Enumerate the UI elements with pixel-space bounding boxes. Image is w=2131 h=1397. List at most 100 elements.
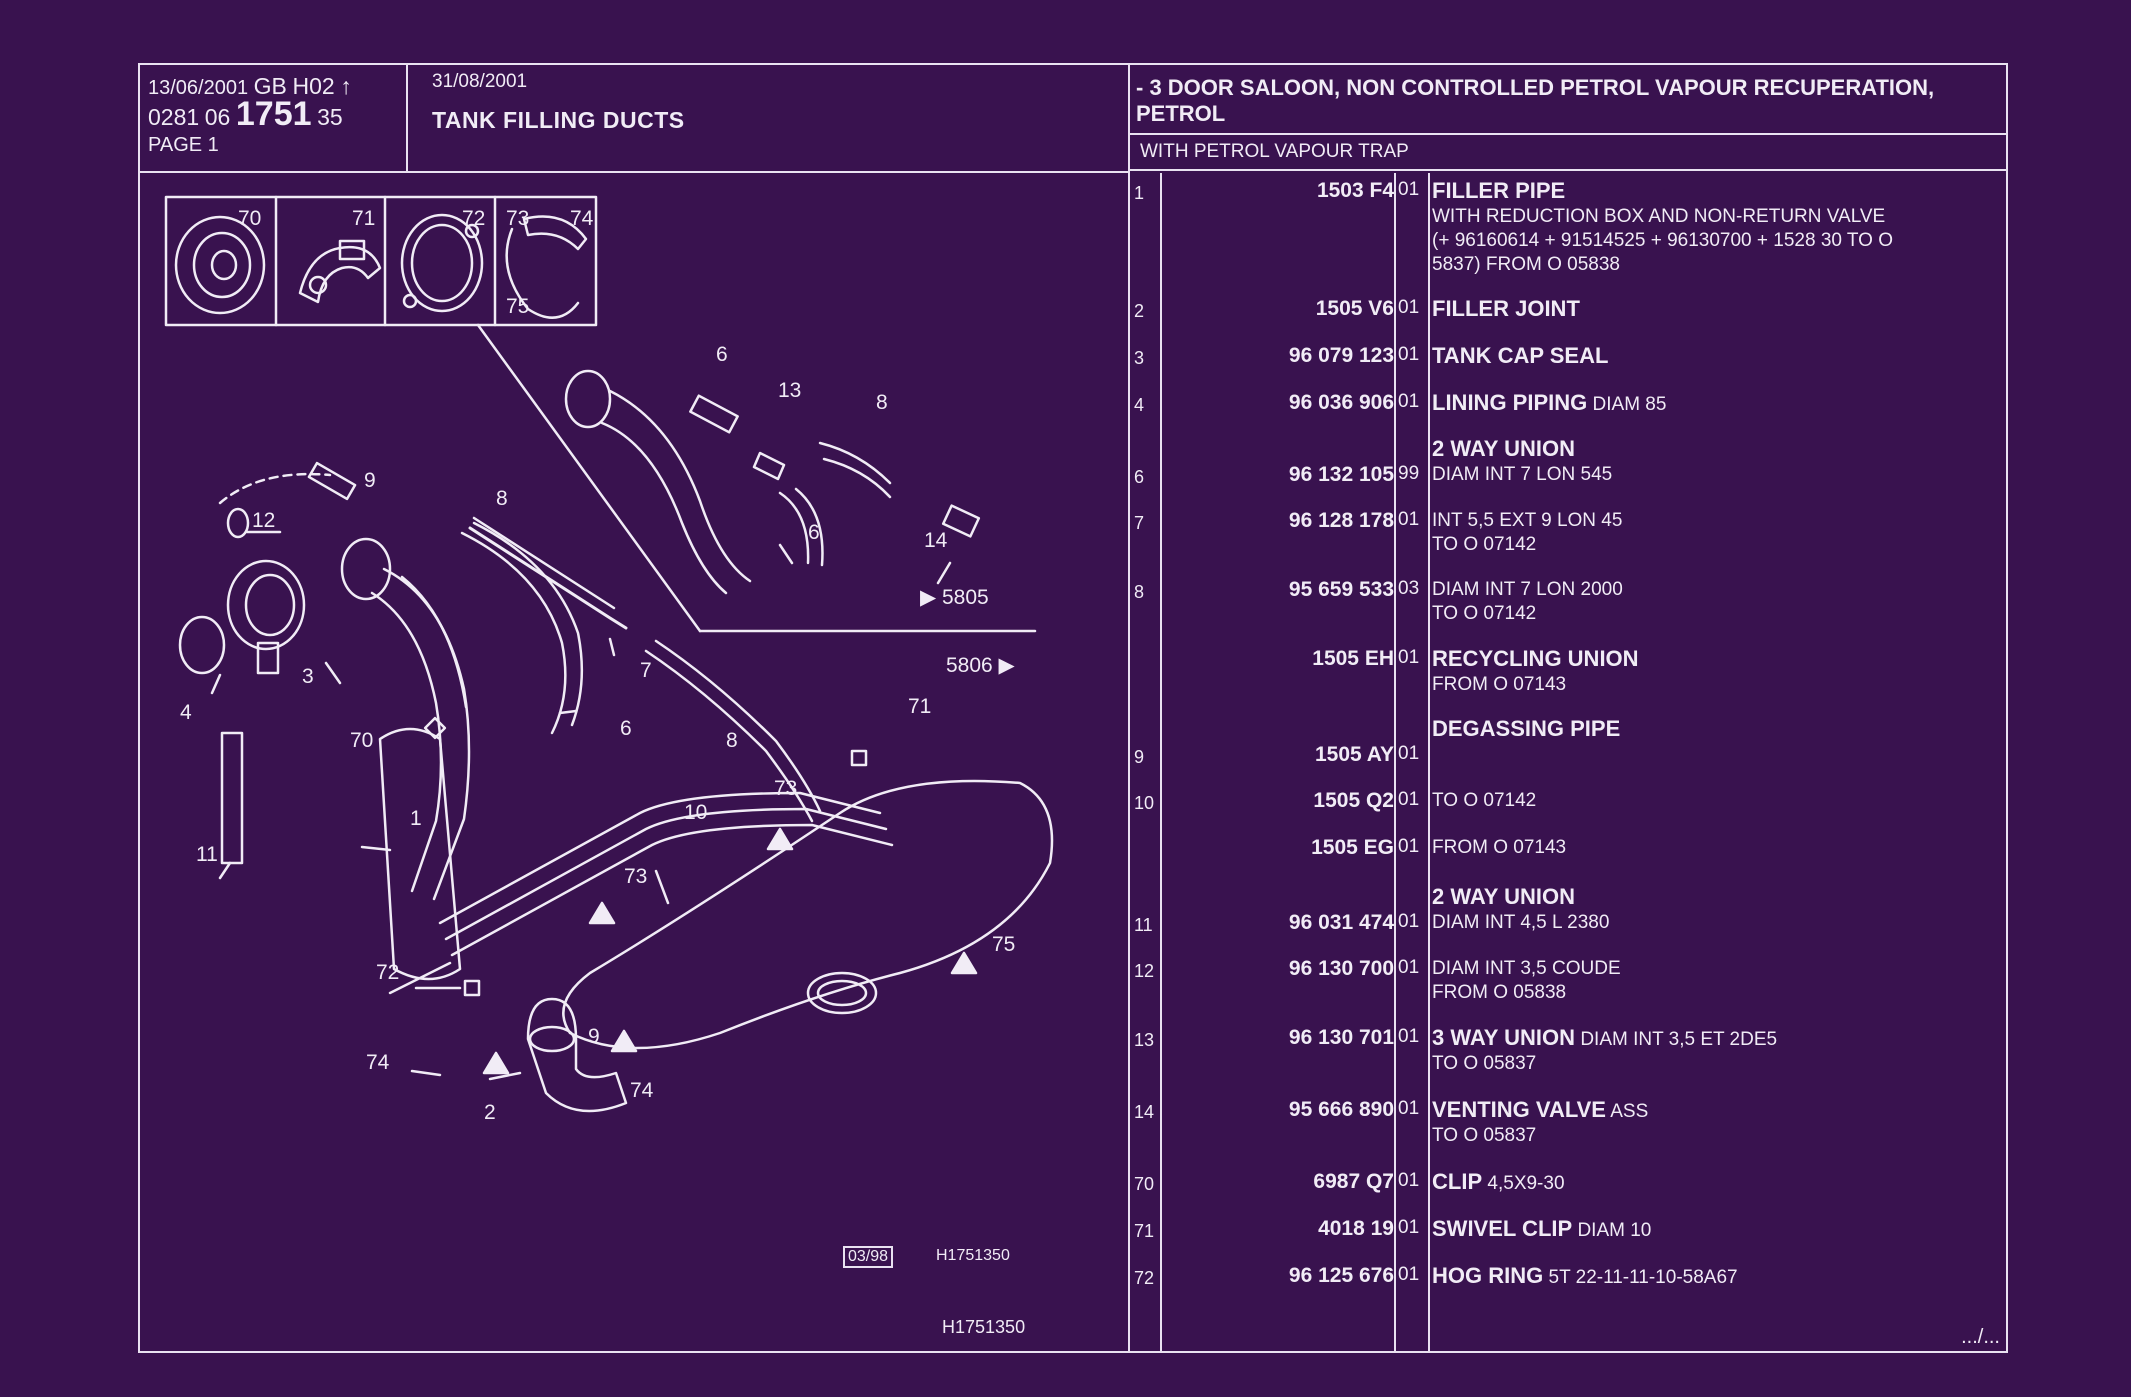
row-index: 11	[1134, 915, 1153, 935]
row-description: FROM O 07143	[1432, 836, 2002, 860]
row-description: FILLER JOINT	[1432, 297, 2002, 323]
label-74-right: 74	[630, 1079, 654, 1102]
row-reference: 95 666 890	[1288, 1098, 1394, 1121]
label-9-top: 9	[364, 469, 376, 492]
row-line: TO O 07142	[1432, 603, 1537, 624]
label-73-right: 73	[774, 777, 798, 800]
row-index: 12	[1134, 961, 1155, 981]
row-extra: 5T 22-11-11-10-58A67	[1548, 1267, 1738, 1288]
row-part-name: 2 WAY UNION	[1432, 436, 1576, 461]
row-index: 71	[1134, 1221, 1155, 1241]
row-reference: 95 659 533	[1288, 578, 1394, 601]
filler-joint-elbow	[526, 997, 628, 1113]
swivel-clip-71-icon	[298, 245, 382, 304]
parts-sheet: 13/06/2001 GB H02 ↑ 0281 06 1751 35 PAGE…	[138, 63, 2008, 1353]
col-divider-qty	[1428, 173, 1430, 1353]
row-line: DIAM INT 7 LON 2000	[1432, 579, 1623, 600]
row-quantity: 01	[1398, 1170, 1420, 1191]
row-line: TO O 07142	[1432, 534, 1537, 555]
row-reference: 96 130 700	[1288, 957, 1394, 980]
page-title: TANK FILLING DUCTS	[432, 107, 685, 133]
lining-piping	[178, 615, 226, 675]
row-part-name: SWIVEL CLIP	[1432, 1216, 1573, 1241]
row-quantity: 01	[1398, 1026, 1420, 1047]
row-index: 8	[1134, 582, 1145, 602]
row-part-name: VENTING VALVE	[1432, 1097, 1606, 1122]
revision-date: 31/08/2001	[432, 71, 528, 92]
header-reference-block: 13/06/2001 GB H02 ↑ 0281 06 1751 35 PAGE…	[140, 65, 408, 173]
row-description: TO O 07142	[1432, 789, 2002, 813]
row-index: 1	[1134, 183, 1145, 203]
row-index: 13	[1134, 1030, 1155, 1050]
label-75-main: 75	[992, 933, 1016, 956]
label-70-main: 70	[350, 729, 374, 752]
label-75: 75	[506, 295, 530, 318]
row-reference: 96 130 701	[1288, 1026, 1394, 1049]
row-description: INT 5,5 EXT 9 LON 45 TO O 07142	[1432, 509, 2002, 557]
plate-number: 1751	[235, 95, 312, 133]
label-8-mid: 8	[496, 487, 508, 510]
model-code: H02	[292, 73, 335, 99]
row-index: 4	[1134, 395, 1145, 415]
row-line: DIAM INT 3,5 COUDE	[1432, 958, 1621, 979]
row-quantity: 01	[1398, 957, 1420, 978]
fuel-tank	[562, 779, 1054, 1050]
row-reference: 1503 F4	[1316, 179, 1394, 202]
row-index: 7	[1134, 513, 1145, 533]
label-72: 72	[462, 207, 486, 230]
row-description: DIAM INT 7 LON 545	[1432, 463, 2002, 487]
row-index: 10	[1134, 793, 1155, 813]
row-description: HOG RING 5T 22-11-11-10-58A67	[1432, 1264, 2002, 1290]
row-reference: 1505 Q2	[1313, 789, 1394, 812]
row-index: 14	[1134, 1102, 1155, 1122]
row-reference: 1505 V6	[1315, 297, 1394, 320]
label-12: 12	[252, 509, 276, 532]
filler-pipe-body	[378, 727, 462, 981]
row-line: INT 5,5 EXT 9 LON 45	[1432, 510, 1623, 531]
row-quantity: 01	[1398, 391, 1420, 412]
label-14: 14	[924, 529, 948, 552]
row-quantity: 01	[1398, 297, 1420, 318]
row-quantity: 01	[1398, 179, 1420, 200]
row-line: DIAM INT 4,5 L 2380	[1432, 912, 1610, 933]
pipe-11	[220, 731, 244, 865]
row-reference: 6987 Q7	[1313, 1170, 1394, 1193]
label-8-top: 8	[876, 391, 888, 414]
row-reference: 96 125 676	[1288, 1264, 1394, 1287]
callout-5805: ▶ 5805	[920, 586, 989, 609]
row-quantity: 01	[1398, 1264, 1420, 1285]
label-6-top: 6	[716, 343, 728, 366]
row-reference: 4018 19	[1318, 1217, 1394, 1240]
label-10: 10	[684, 801, 708, 824]
row-description: SWIVEL CLIP DIAM 10	[1432, 1217, 2002, 1243]
row-index: 70	[1134, 1174, 1155, 1194]
row-extra: DIAM 85	[1592, 394, 1667, 415]
row-part-name: DEGASSING PIPE	[1432, 716, 1621, 741]
row-quantity: 99	[1398, 463, 1420, 484]
row-index: 9	[1134, 747, 1145, 767]
callout-5806: 5806 ▶	[946, 654, 1015, 677]
row-part-name: FILLER PIPE	[1432, 178, 1566, 203]
revision-box: 03/98	[843, 1246, 894, 1268]
label-1: 1	[410, 807, 422, 830]
row-quantity: 01	[1398, 1217, 1420, 1238]
row-reference: 96 128 178	[1288, 509, 1394, 532]
row-reference: 96 132 105	[1288, 463, 1394, 486]
upper-filler-neck	[564, 369, 612, 429]
continued-marker: .../...	[1961, 1326, 2000, 1348]
row-reference: 1505 AY	[1314, 743, 1394, 766]
group-code: 0281	[148, 104, 200, 130]
row-line: TO O 05837	[1432, 1125, 1537, 1146]
subgroup-code: 06	[204, 104, 231, 130]
row-part-name: TANK CAP SEAL	[1432, 343, 1609, 368]
row-index: 72	[1134, 1268, 1155, 1288]
row-part-name: 3 WAY UNION	[1432, 1025, 1576, 1050]
row-description: DEGASSING PIPE	[1432, 717, 2002, 743]
label-71-main: 71	[908, 695, 932, 718]
row-description: LINING PIPING DIAM 85	[1432, 391, 2002, 417]
row-part-name: LINING PIPING	[1432, 390, 1588, 415]
